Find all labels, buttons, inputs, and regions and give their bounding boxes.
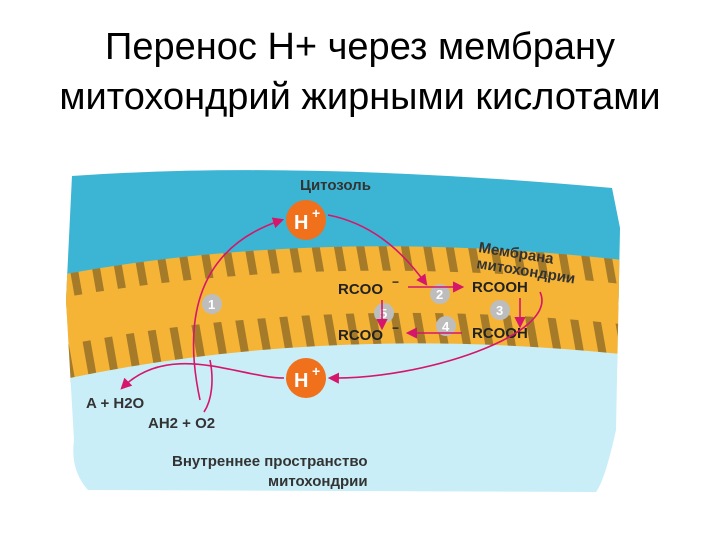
svg-text:RCOO: RCOO: [338, 327, 383, 344]
reaction-arrows: [120, 214, 543, 413]
svg-text:H: H: [294, 212, 308, 234]
h-ion-top: H +: [286, 200, 326, 240]
svg-text:2: 2: [436, 287, 443, 302]
title-line-1: Перенос Н+ через мембрану: [105, 26, 615, 68]
step-3-badge: 3: [490, 300, 510, 320]
arrow-to-water: [120, 363, 285, 390]
svg-text:+: +: [312, 363, 320, 379]
svg-text:1: 1: [208, 297, 215, 312]
step-1-badge: 1: [202, 294, 222, 314]
inner-space-label-1: Внутреннее пространство: [172, 453, 368, 470]
svg-text:4: 4: [442, 319, 450, 334]
title-line-2: митохондрий жирными кислотами: [59, 76, 661, 118]
cytosol-label: Цитозоль: [300, 177, 371, 194]
inner-space-label-2: митохондрии: [268, 473, 368, 490]
arrow-from-ah2: [203, 359, 213, 413]
svg-text:+: +: [312, 205, 320, 221]
arrow-proton-release: [327, 291, 543, 384]
svg-text:RCOO: RCOO: [338, 281, 383, 298]
svg-text:H: H: [294, 370, 308, 392]
rcoo-bottom: RCOO −: [338, 321, 399, 344]
arrow-proton-pump-up: [192, 217, 285, 401]
step-5-badge: 5: [374, 303, 394, 323]
slide-title: Перенос Н+ через мембрану митохондрий жи…: [0, 22, 720, 122]
step-4-badge: 4: [436, 316, 456, 336]
equation-a-h2o: A + H2O: [86, 395, 145, 412]
membrane-core: [66, 270, 620, 352]
step-2-badge: 2: [430, 284, 450, 304]
svg-text:−: −: [392, 275, 399, 289]
svg-text:−: −: [392, 321, 399, 335]
equation-ah2-o2: AH2 + O2: [148, 415, 215, 432]
rcooh-bottom: RCOOH: [472, 325, 528, 342]
svg-text:3: 3: [496, 303, 503, 318]
svg-text:5: 5: [380, 306, 387, 321]
membrane-inner-edge: [66, 343, 620, 392]
arrow-h-to-rcooh: [327, 214, 428, 286]
rcooh-top: RCOOH: [472, 279, 528, 296]
diagram-panel: [66, 170, 620, 492]
h-ion-bottom: H +: [286, 358, 326, 398]
rcoo-top: RCOO −: [338, 275, 399, 298]
